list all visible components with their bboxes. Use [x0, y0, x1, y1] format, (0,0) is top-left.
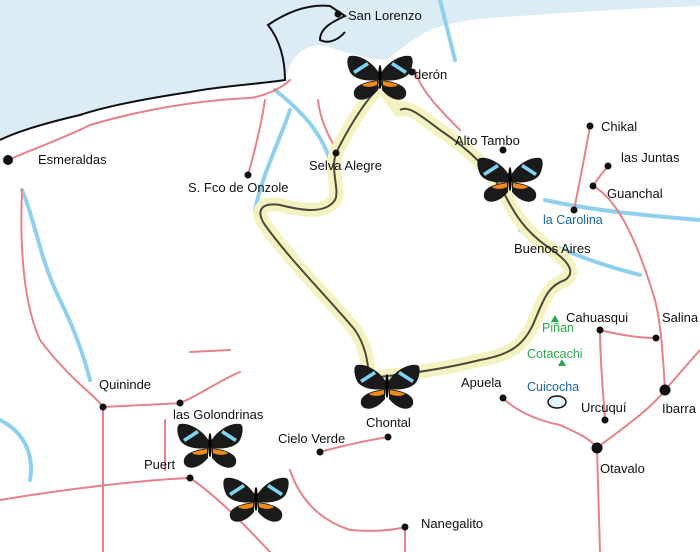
river: [20, 188, 92, 382]
route-highlight: [253, 76, 578, 385]
river: [543, 198, 700, 222]
town-label-quininde: Quininde: [99, 377, 151, 392]
cotacachi-peak-marker: [558, 359, 566, 366]
road: [664, 349, 700, 391]
town-label-chikal: Chikal: [601, 119, 637, 134]
town-label-puerto-quito: Puert: [144, 457, 175, 472]
town-marker-chontal[interactable]: [384, 433, 392, 441]
town-label-esmeraldas: Esmeraldas: [38, 152, 107, 167]
road: [0, 477, 191, 501]
road: [599, 329, 657, 339]
town-label-s-fco-de-onzole: S. Fco de Onzole: [188, 180, 288, 195]
sea-area: [0, 0, 700, 140]
road: [179, 371, 241, 404]
town-marker-puerto-quito[interactable]: [186, 474, 194, 482]
peak-label-cotacachi: Cotacachi: [527, 347, 583, 361]
town-marker-s-fco-de-onzole[interactable]: [244, 171, 252, 179]
water-label-cuicocha: Cuicocha: [527, 380, 579, 394]
cuicocha-lake: [547, 395, 567, 409]
town-label-las-juntas: las Juntas: [621, 150, 680, 165]
roads: [0, 69, 700, 552]
butterfly-icon: [177, 423, 243, 468]
town-marker-apuela[interactable]: [499, 394, 507, 402]
town-label-otavalo: Otavalo: [600, 461, 645, 476]
peak-label-pinan: Piñan: [542, 321, 574, 335]
town-marker-las-juntas[interactable]: [604, 162, 612, 170]
town-label-nanegalito: Nanegalito: [421, 516, 483, 531]
town-label-selva-alegre: Selva Alegre: [309, 158, 382, 173]
town-label-alto-tambo: Alto Tambo: [455, 133, 520, 148]
road: [599, 329, 606, 421]
road: [247, 99, 266, 176]
river: [253, 108, 292, 212]
town-label-cielo-verde: Cielo Verde: [278, 431, 345, 446]
town-marker-esmeraldas[interactable]: [3, 155, 13, 165]
road: [592, 185, 666, 391]
town-marker-salinas[interactable]: [652, 334, 660, 342]
road: [102, 402, 181, 408]
water-label-la-carolina: la Carolina: [543, 213, 603, 227]
road: [7, 79, 291, 161]
town-label-urcuqui: Urcuquí: [581, 400, 627, 415]
road: [596, 389, 666, 449]
town-marker-quininde[interactable]: [99, 403, 107, 411]
town-label-guanchal: Guanchal: [607, 186, 663, 201]
town-marker-san-lorenzo[interactable]: [334, 10, 342, 18]
town-label-chontal: Chontal: [366, 415, 411, 430]
road: [592, 165, 609, 187]
town-marker-selva-alegre[interactable]: [332, 149, 340, 157]
road: [502, 397, 598, 449]
town-marker-nanegalito[interactable]: [401, 523, 409, 531]
town-marker-otavalo[interactable]: [591, 442, 603, 454]
pinan-peak-marker: [551, 315, 559, 322]
road: [189, 477, 271, 552]
town-label-apuela: Apuela: [461, 375, 502, 390]
town-label-cahuasqui: Cahuasqui: [566, 310, 628, 325]
coastline: [0, 4, 348, 141]
butterfly-markers: [177, 55, 543, 522]
town-marker-urcuqui[interactable]: [601, 416, 609, 424]
road: [189, 349, 231, 353]
town-marker-chikal[interactable]: [586, 122, 594, 130]
town-marker-cahuasqui[interactable]: [596, 326, 604, 334]
river: [0, 418, 33, 482]
town-markers: [3, 10, 671, 531]
town-marker-ibarra[interactable]: [659, 384, 671, 396]
road: [319, 436, 389, 453]
road: [20, 189, 104, 408]
town-label-salinas: Salina: [662, 310, 699, 325]
road: [596, 447, 601, 552]
river: [273, 88, 332, 162]
town-marker-cielo-verde[interactable]: [316, 448, 324, 456]
town-label-ibarra: Ibarra: [662, 401, 697, 416]
road: [289, 469, 406, 532]
town-label-san-lorenzo: San Lorenzo: [348, 8, 422, 23]
butterfly-icon: [223, 477, 289, 522]
town-label-buenos-aires: Buenos Aires: [514, 241, 591, 256]
town-label-las-golondrinas: las Golondrinas: [173, 407, 264, 422]
town-marker-buenos-aires[interactable]: [570, 206, 578, 214]
town-marker-las-golondrinas[interactable]: [176, 399, 184, 407]
road: [573, 125, 591, 211]
river: [438, 0, 457, 62]
town-label-calderon: derón: [414, 67, 447, 82]
town-marker-alto-tambo[interactable]: [499, 146, 507, 154]
road: [414, 69, 461, 131]
town-marker-guanchal[interactable]: [589, 182, 597, 190]
